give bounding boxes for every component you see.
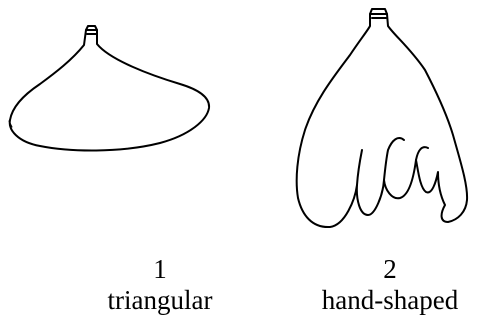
triangular-outline-icon: [9, 26, 209, 151]
hand-shaped-outline-icon: [297, 9, 467, 227]
shape-number: 1: [75, 256, 245, 283]
shape-caption-2: 2 hand-shaped: [305, 256, 475, 314]
shape-number: 2: [305, 256, 475, 283]
shape-caption-1: 1 triangular: [75, 256, 245, 314]
shape-drawings: [0, 0, 479, 240]
shape-label: hand-shaped: [305, 287, 475, 314]
shape-label: triangular: [75, 287, 245, 314]
